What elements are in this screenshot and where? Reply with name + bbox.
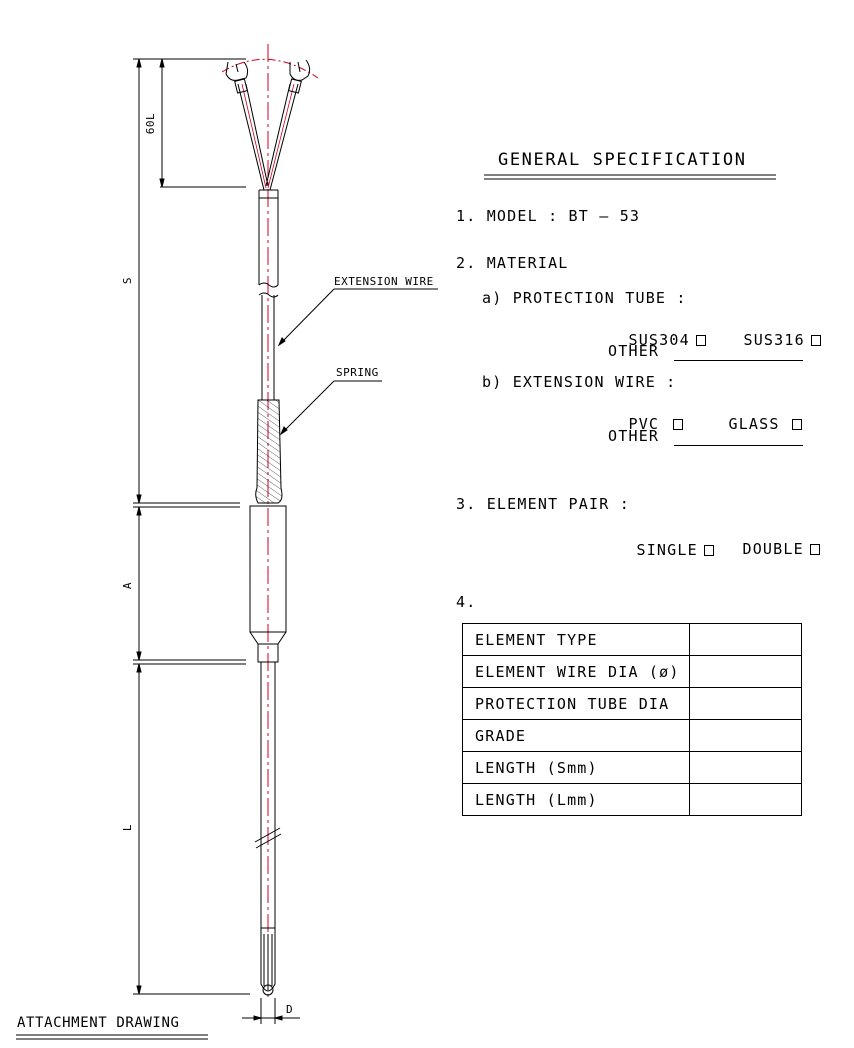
- option-pvc[interactable]: PVC: [608, 402, 684, 433]
- table-row: PROTECTION TUBE DIA: [462, 687, 802, 720]
- terminal-arc: [221, 58, 319, 79]
- extension-wire-other-field[interactable]: [674, 445, 803, 446]
- extension-wire-other-label: OTHER: [608, 427, 660, 445]
- table-row-value[interactable]: [689, 783, 802, 816]
- callout-leaders: [277, 288, 438, 436]
- spec-element-pair: 3. ELEMENT PAIR :: [456, 495, 630, 513]
- option-double[interactable]: DOUBLE: [722, 527, 820, 557]
- sus316-checkbox[interactable]: [810, 335, 821, 346]
- table-row-value[interactable]: [689, 687, 802, 720]
- table-row: LENGTH (Lmm): [462, 783, 802, 816]
- protection-tube-other-field[interactable]: [674, 360, 803, 361]
- dim-label-l: L: [121, 823, 135, 832]
- table-row: LENGTH (Smm): [462, 751, 802, 784]
- table-row: ELEMENT TYPE: [462, 623, 802, 656]
- callout-spring: SPRING: [336, 366, 379, 379]
- pvc-checkbox[interactable]: [673, 419, 684, 430]
- head-body: [249, 505, 287, 663]
- glass-checkbox[interactable]: [791, 419, 802, 430]
- table-row: ELEMENT WIRE DIA (ø): [462, 655, 802, 688]
- spec-extension-wire: b) EXTENSION WIRE :: [482, 373, 677, 391]
- table-row-label: GRADE: [462, 719, 690, 752]
- dim-label-60l: 60L: [144, 112, 158, 135]
- lead-wires: [237, 83, 299, 191]
- option-pvc-label: PVC: [628, 415, 660, 433]
- table-row-value[interactable]: [689, 719, 802, 752]
- extension-wire-sheath: [258, 189, 279, 400]
- option-double-label: DOUBLE: [742, 540, 804, 558]
- option-sus304[interactable]: SUS304: [608, 318, 706, 348]
- option-sus316-label: SUS316: [743, 331, 805, 349]
- option-single[interactable]: SINGLE: [616, 528, 714, 558]
- option-glass-label: GLASS: [728, 415, 780, 433]
- option-glass[interactable]: GLASS: [708, 402, 802, 432]
- table-row-label: PROTECTION TUBE DIA: [462, 687, 690, 720]
- option-sus316[interactable]: SUS316: [723, 318, 821, 348]
- table-row-label: ELEMENT WIRE DIA (ø): [462, 655, 690, 688]
- double-checkbox[interactable]: [809, 544, 820, 555]
- table-row-value[interactable]: [689, 655, 802, 688]
- dimension-lines: [136, 58, 300, 1024]
- spec-title: GENERAL SPECIFICATION: [498, 150, 747, 170]
- spec-model: 1. MODEL : BT – 53: [456, 207, 641, 225]
- callout-extension-wire: EXTENSION WIRE: [334, 275, 434, 288]
- table-row-label: LENGTH (Lmm): [462, 783, 690, 816]
- spade-terminal-left: [225, 61, 249, 94]
- spec-material: 2. MATERIAL: [456, 254, 569, 272]
- spec-item-4: 4.: [456, 593, 477, 611]
- table-row-label: LENGTH (Smm): [462, 751, 690, 784]
- option-sus304-label: SUS304: [628, 331, 690, 349]
- dim-label-d: D: [286, 1003, 294, 1016]
- protection-tube: [254, 662, 282, 996]
- dimension-extension-lines: [133, 58, 250, 995]
- table-row-value[interactable]: [689, 751, 802, 784]
- spring: [255, 399, 283, 504]
- spade-terminal-right: [288, 59, 311, 94]
- table-row: GRADE: [462, 719, 802, 752]
- dim-label-a: A: [121, 581, 135, 590]
- attachment-drawing-caption: ATTACHMENT DRAWING: [17, 1015, 180, 1031]
- sus304-checkbox[interactable]: [695, 335, 706, 346]
- table-row-value[interactable]: [689, 623, 802, 656]
- dim-label-s: S: [121, 276, 135, 285]
- option-single-label: SINGLE: [636, 541, 698, 559]
- single-checkbox[interactable]: [703, 545, 714, 556]
- spec-protection-tube: a) PROTECTION TUBE :: [482, 289, 687, 307]
- protection-tube-other-label: OTHER: [608, 342, 660, 360]
- table-row-label: ELEMENT TYPE: [462, 623, 690, 656]
